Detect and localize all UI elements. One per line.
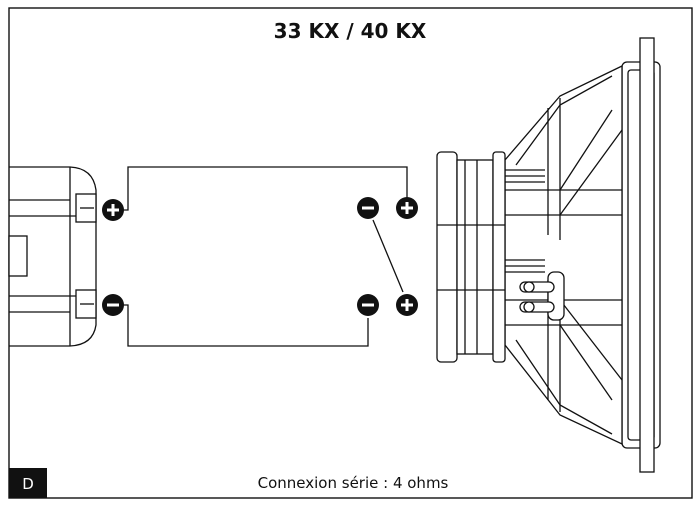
diagram-caption: Connexion série : 4 ohms [258,474,449,492]
amp-positive-terminal-icon [102,199,124,221]
coil2-negative-terminal-icon [357,294,379,316]
amp-negative-terminal-icon [102,294,124,316]
wire-negative [113,304,369,347]
wire-series-jumper [372,219,404,293]
coil1-positive-terminal-icon [396,197,418,219]
subwoofer-illustration [436,37,661,473]
panel-label-badge [9,468,47,498]
wiring [113,166,408,347]
amplifier-illustration [8,166,97,347]
panel-label: D [22,475,34,493]
diagram-title: 33 KX / 40 KX [274,19,427,43]
coil1-negative-terminal-icon [357,197,379,219]
coil2-positive-terminal-icon [396,294,418,316]
